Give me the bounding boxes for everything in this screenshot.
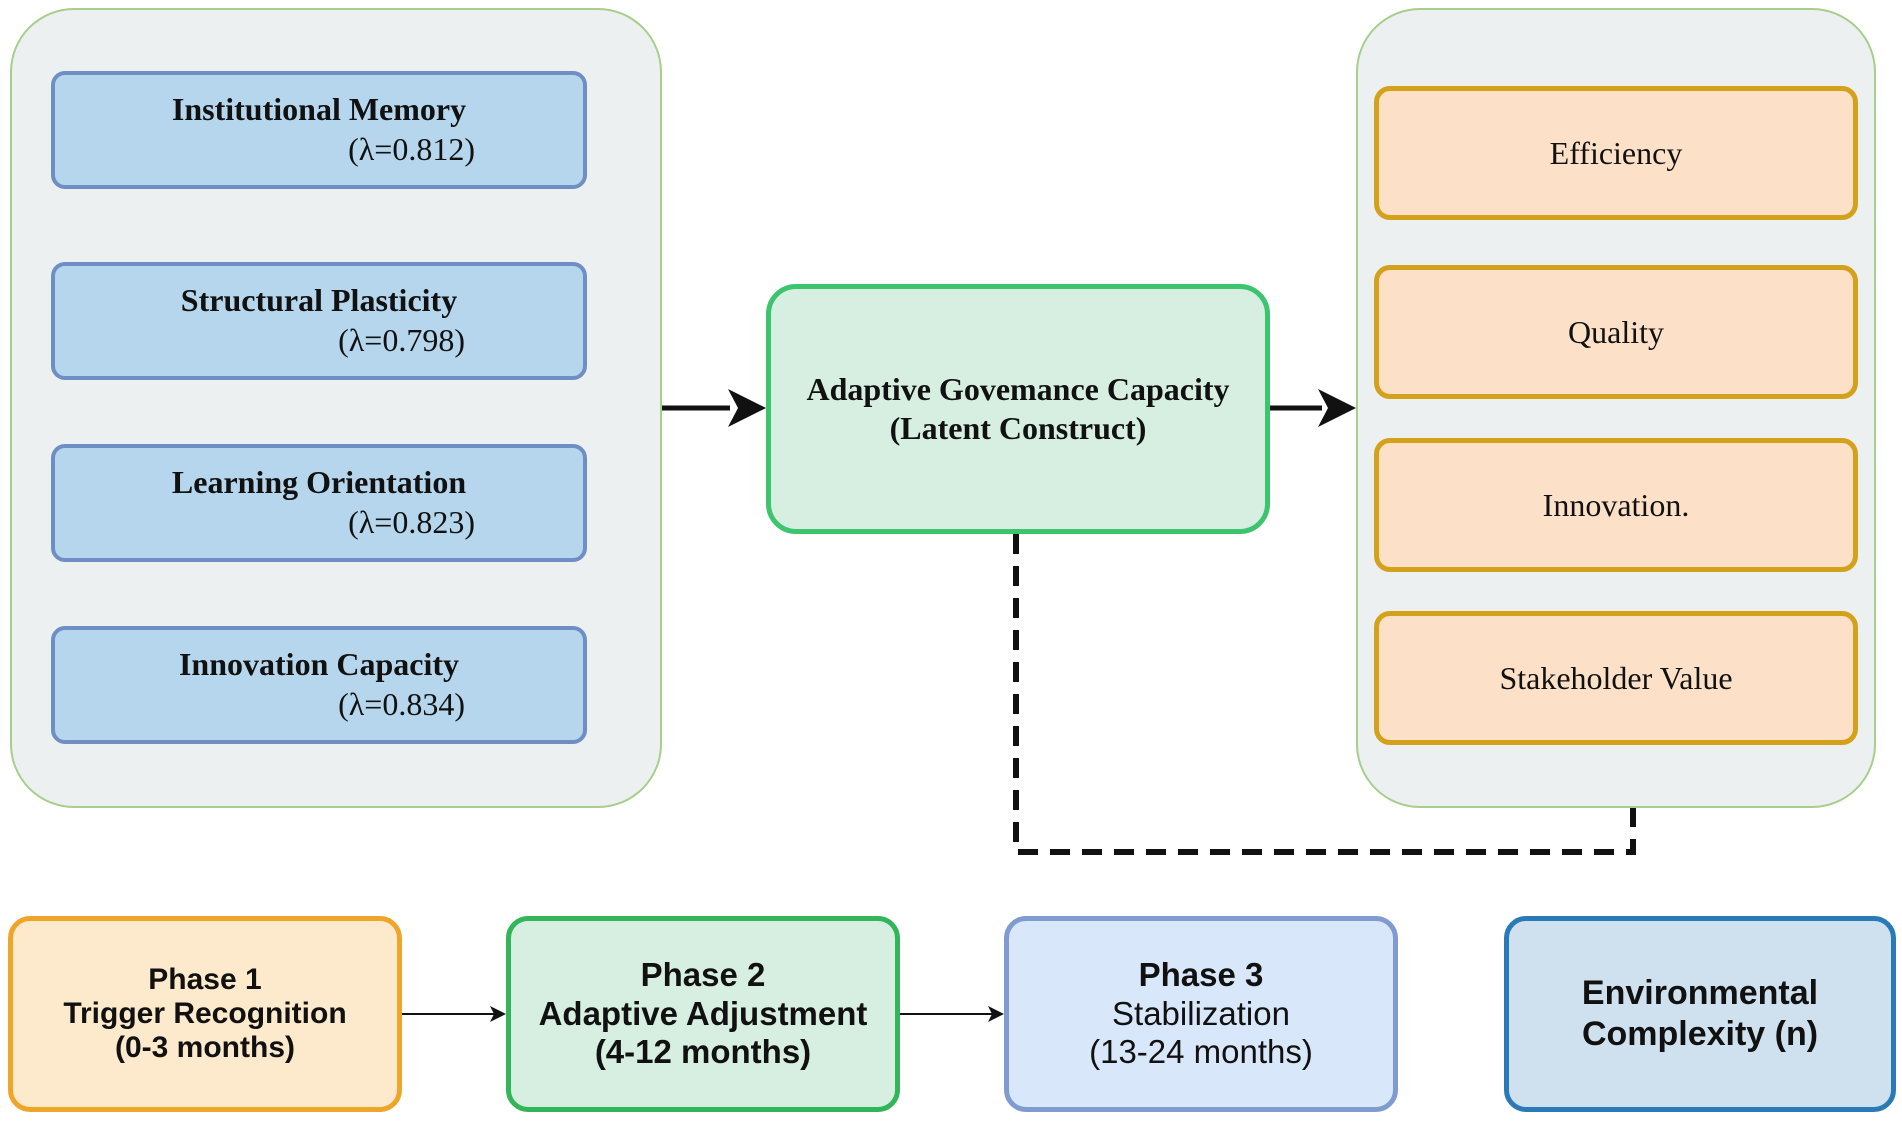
outcome-box-innovation: Innovation.	[1374, 438, 1858, 572]
phase-1-name: Trigger Recognition	[63, 997, 347, 1031]
construct-subtitle: (Latent Construct)	[889, 410, 1147, 446]
environmental-complexity-box: Environmental Complexity (n)	[1504, 916, 1896, 1112]
indicator-box-innovation-capacity: Innovation Capacity (λ=0.834)	[51, 626, 587, 744]
phase-2-box: Phase 2 Adaptive Adjustment (4-12 months…	[506, 916, 900, 1112]
phase-1-box: Phase 1 Trigger Recognition (0-3 months)	[8, 916, 402, 1112]
environment-line-1: Environmental	[1581, 974, 1819, 1013]
phase-1-duration: (0-3 months)	[115, 1030, 295, 1064]
arrowhead-phase1-to-phase2	[490, 1006, 506, 1022]
indicator-loading: (λ=0.823)	[348, 504, 475, 540]
indicator-name: Institutional Memory	[171, 91, 467, 127]
indicator-box-learning-orientation: Learning Orientation (λ=0.823)	[51, 444, 587, 562]
outcome-label: Efficiency	[1549, 134, 1683, 171]
indicator-name: Structural Plasticity	[180, 282, 458, 318]
arrowhead-phase2-to-phase3	[988, 1006, 1004, 1022]
outcome-label: Innovation.	[1542, 486, 1690, 523]
outcome-box-efficiency: Efficiency	[1374, 86, 1858, 220]
indicator-name: Learning Orientation	[171, 464, 467, 500]
arrowhead-indicators-to-construct	[728, 389, 766, 427]
outcome-label: Quality	[1568, 313, 1664, 350]
latent-construct-box: Adaptive Govemance Capacity (Latent Cons…	[766, 284, 1270, 534]
indicator-name: Innovation Capacity	[178, 646, 460, 682]
indicator-loading: (λ=0.834)	[338, 686, 465, 722]
phase-3-duration: (13-24 months)	[1089, 1033, 1313, 1071]
phase-2-duration: (4-12 months)	[594, 1033, 812, 1071]
phase-2-name: Adaptive Adjustment	[538, 994, 868, 1032]
outcome-box-stakeholder-value: Stakeholder Value	[1374, 611, 1858, 745]
indicator-box-institutional-memory: Institutional Memory (λ=0.812)	[51, 71, 587, 189]
indicator-box-structural-plasticity: Structural Plasticity (λ=0.798)	[51, 262, 587, 380]
outcome-label: Stakeholder Value	[1499, 659, 1733, 696]
phase-3-title: Phase 3	[1138, 955, 1264, 993]
phase-2-title: Phase 2	[640, 955, 766, 993]
phase-3-name: Stabilization	[1112, 994, 1290, 1032]
phase-1-title: Phase 1	[148, 963, 262, 997]
environment-line-2: Complexity (n)	[1581, 1015, 1819, 1053]
dashed-feedback-path	[1013, 534, 1636, 855]
phase-3-box: Phase 3 Stabilization (13-24 months)	[1004, 916, 1398, 1112]
construct-title: Adaptive Govemance Capacity	[806, 370, 1230, 407]
indicator-loading: (λ=0.798)	[338, 322, 465, 358]
outcome-box-quality: Quality	[1374, 265, 1858, 399]
indicator-loading: (λ=0.812)	[348, 131, 475, 167]
arrowhead-construct-to-outcomes	[1318, 389, 1356, 427]
